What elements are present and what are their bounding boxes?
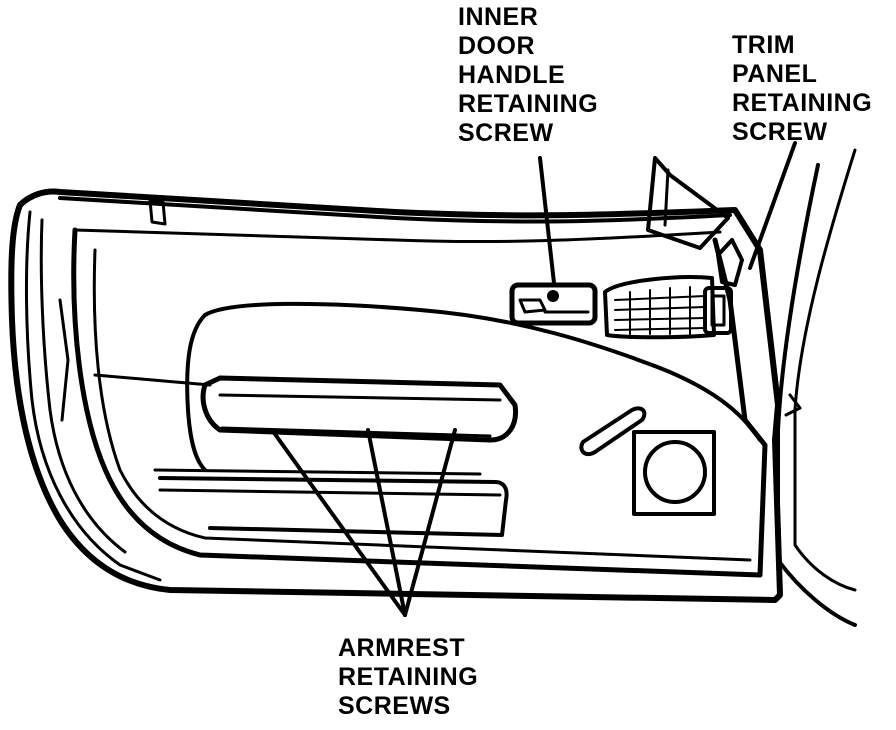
leader-lines bbox=[270, 141, 797, 617]
callout-line: SCREW bbox=[458, 119, 554, 147]
callout-line: RETAINING bbox=[338, 663, 479, 691]
callout-line: TRIM bbox=[732, 31, 796, 59]
trim-panel bbox=[58, 227, 768, 578]
window-crank bbox=[579, 406, 647, 457]
callout-line: DOOR bbox=[458, 32, 535, 60]
callout-inner-door-handle-screw: INNER DOOR HANDLE RETAINING SCREW bbox=[458, 3, 598, 148]
mirror-bracket bbox=[646, 156, 730, 250]
vent-grille bbox=[603, 275, 716, 340]
inner-door-handle bbox=[509, 282, 598, 326]
door-edge bbox=[776, 148, 857, 627]
callout-line: INNER bbox=[458, 3, 539, 31]
trim-retaining-screw-point bbox=[703, 238, 744, 335]
callout-armrest-retaining-screws: ARMREST RETAINING SCREWS bbox=[338, 634, 478, 721]
callout-line: SCREWS bbox=[338, 692, 451, 720]
callout-line: PANEL bbox=[732, 60, 818, 88]
callout-line: SCREW bbox=[732, 118, 828, 146]
armrest-pocket bbox=[93, 301, 762, 472]
callout-line: RETAINING bbox=[732, 89, 873, 117]
armrest bbox=[200, 375, 519, 443]
callout-line: RETAINING bbox=[458, 90, 599, 118]
door-outer-frame bbox=[8, 188, 783, 603]
map-pocket bbox=[153, 468, 509, 537]
callout-line: ARMREST bbox=[338, 634, 466, 662]
speaker bbox=[632, 430, 716, 516]
callout-line: HANDLE bbox=[458, 61, 566, 89]
window-sill bbox=[58, 196, 732, 244]
callout-trim-panel-retaining-screw: TRIM PANEL RETAINING SCREW bbox=[732, 31, 872, 147]
